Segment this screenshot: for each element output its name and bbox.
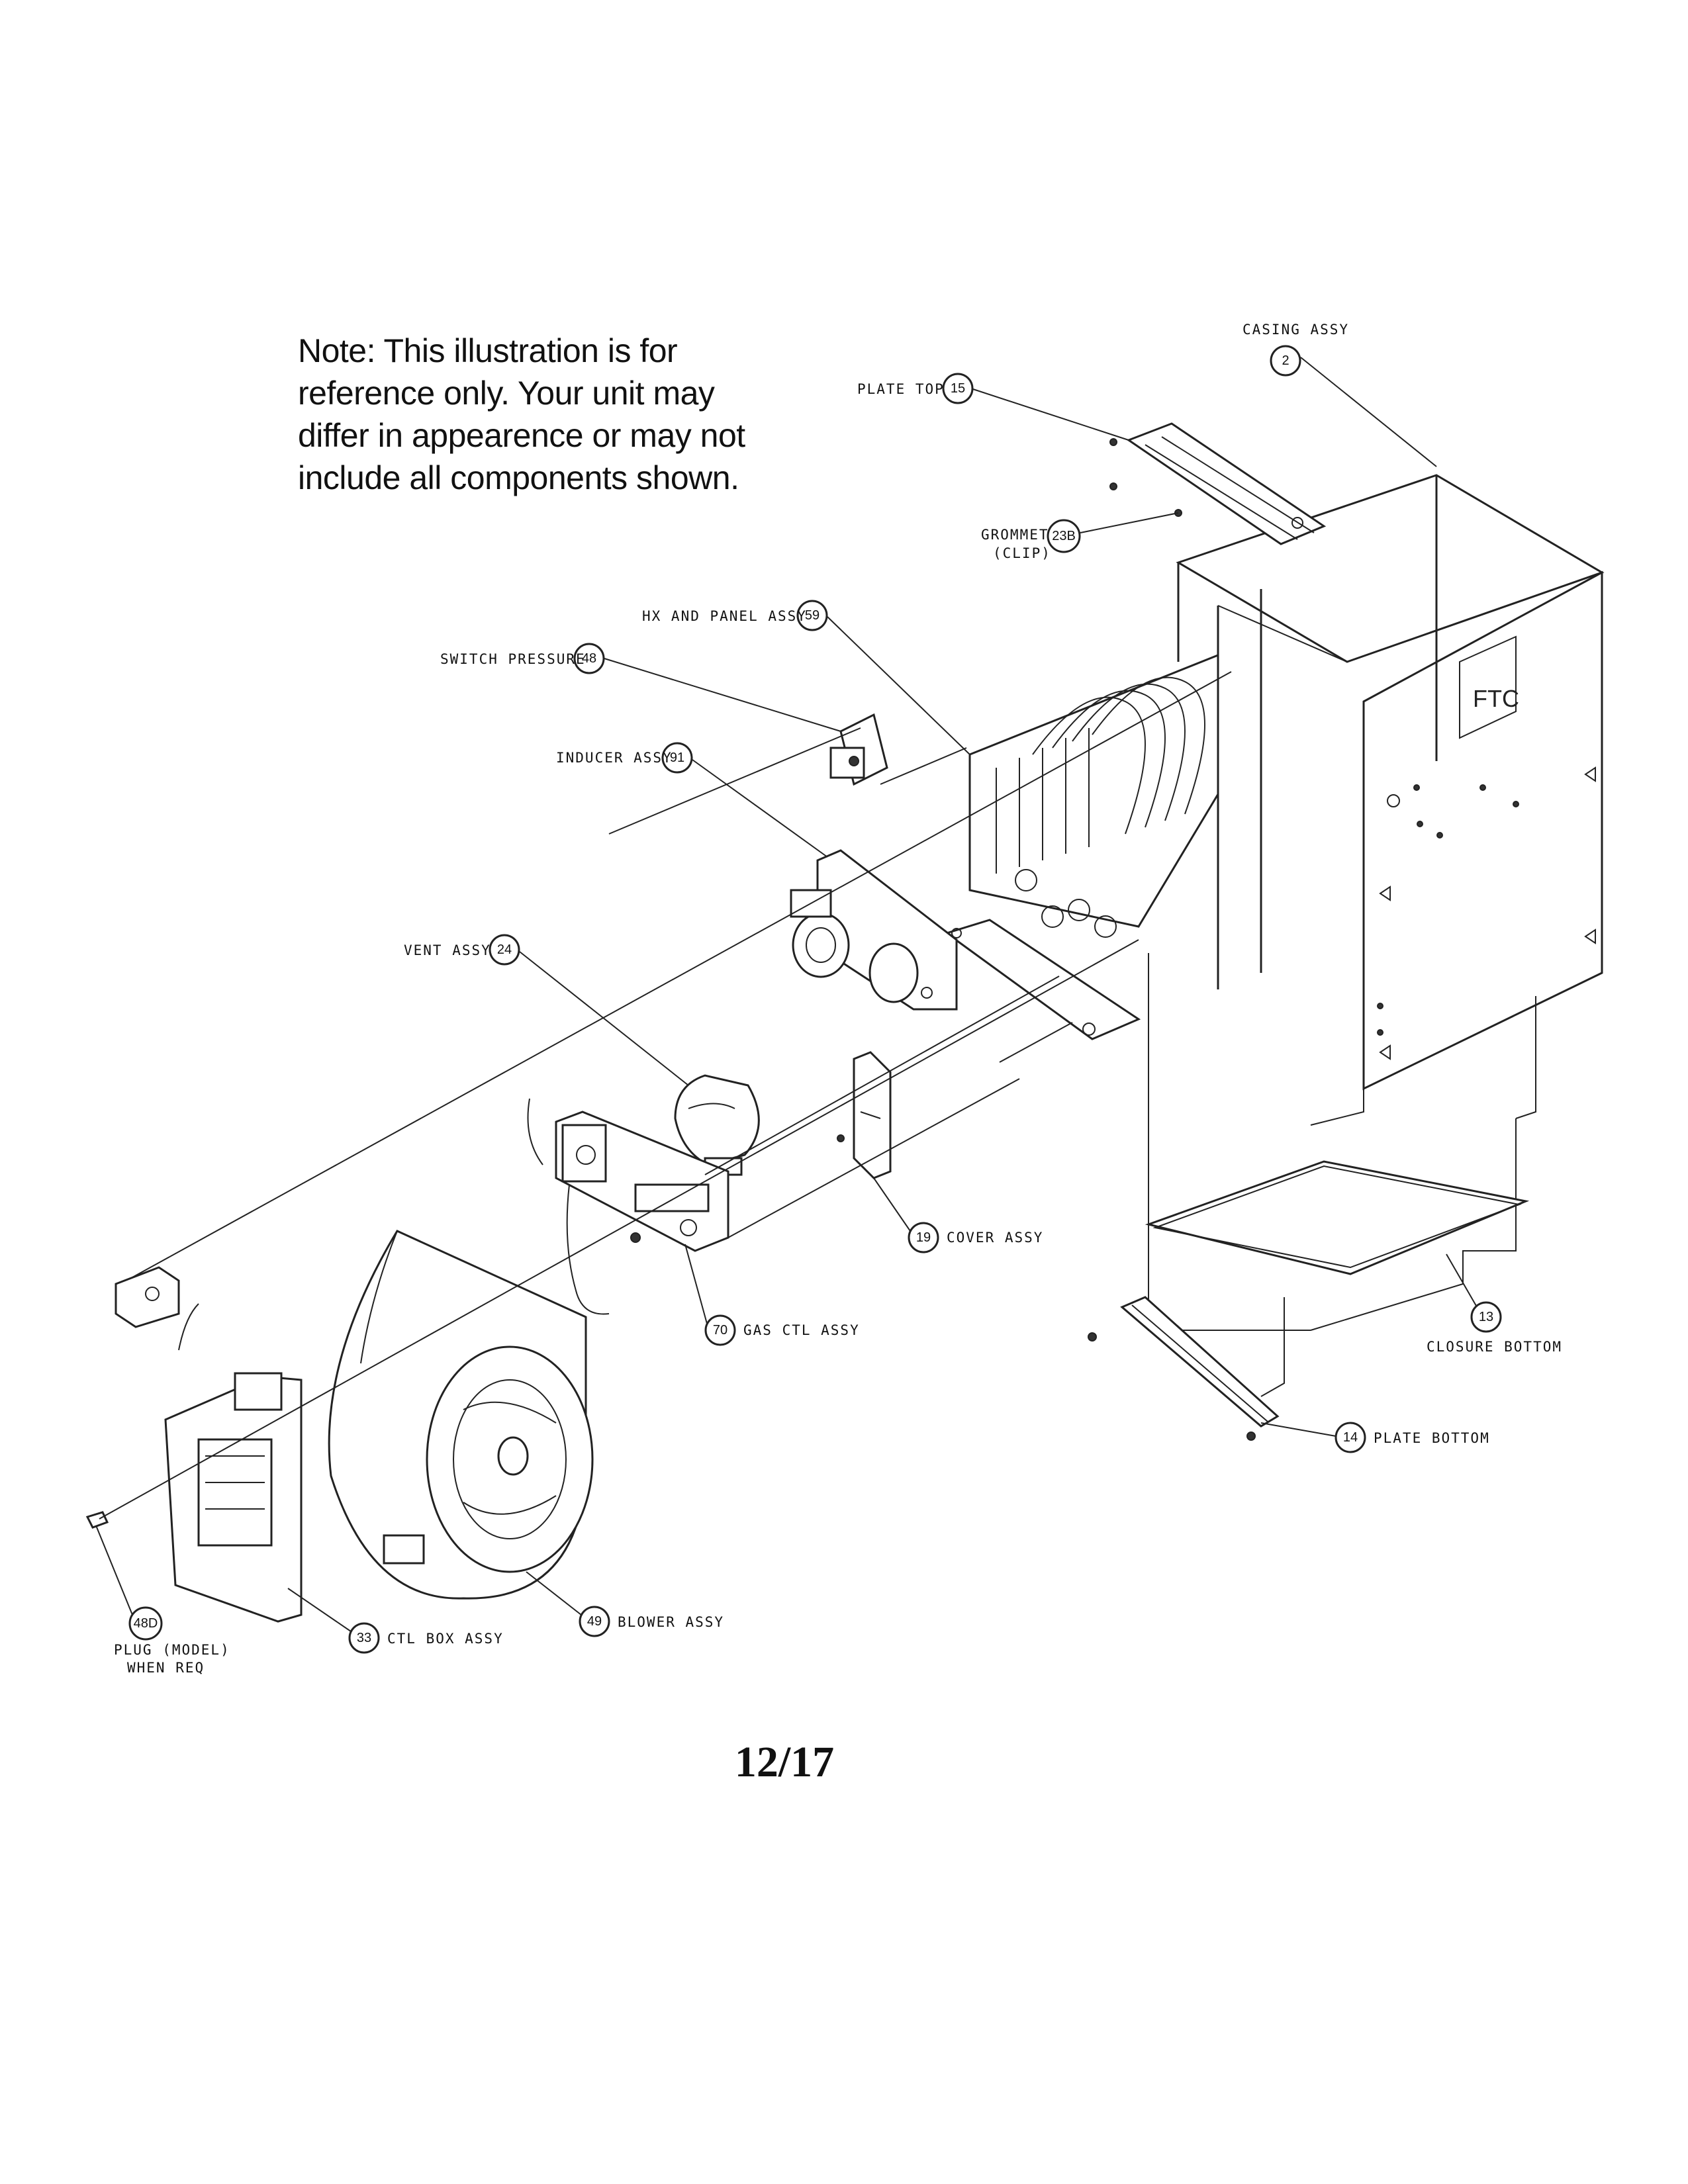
- svg-text:WHEN REQ: WHEN REQ: [127, 1660, 205, 1676]
- svg-text:CASING ASSY: CASING ASSY: [1243, 322, 1349, 338]
- callout-plug-model: 48D PLUG (MODEL) WHEN REQ: [95, 1525, 230, 1676]
- svg-text:GROMMET: GROMMET: [981, 527, 1049, 543]
- control-box-part: [115, 1266, 303, 1623]
- svg-text:15: 15: [951, 381, 965, 396]
- blower-part: [328, 1230, 594, 1600]
- callout-blower-assy: 49 BLOWER ASSY: [526, 1571, 724, 1637]
- assembly-guide-lines: [99, 671, 1232, 1520]
- callout-plate-top: 15 PLATE TOP: [857, 373, 1129, 441]
- svg-text:59: 59: [805, 608, 820, 623]
- svg-text:INDUCER ASSY: INDUCER ASSY: [556, 750, 673, 766]
- svg-text:BLOWER ASSY: BLOWER ASSY: [618, 1614, 724, 1630]
- plate-bottom-part: [1088, 1296, 1280, 1441]
- pressure-switch-part: [829, 713, 888, 786]
- svg-text:COVER ASSY: COVER ASSY: [947, 1230, 1043, 1246]
- callout-switch-pressure: 48 SWITCH PRESSURE: [440, 643, 841, 732]
- heat-exchanger-part: [944, 653, 1219, 1040]
- closure-bottom-part: [1145, 1160, 1530, 1275]
- callout-closure-bottom: 13 CLOSURE BOTTOM: [1427, 1253, 1562, 1355]
- callout-plate-bottom: 14 PLATE BOTTOM: [1260, 1422, 1490, 1453]
- svg-text:23B: 23B: [1052, 529, 1076, 543]
- svg-text:SWITCH PRESSURE: SWITCH PRESSURE: [440, 651, 586, 667]
- svg-text:VENT ASSY: VENT ASSY: [404, 942, 491, 958]
- svg-text:48: 48: [582, 651, 596, 666]
- svg-text:24: 24: [497, 942, 512, 957]
- svg-text:GAS CTL ASSY: GAS CTL ASSY: [743, 1322, 860, 1338]
- svg-text:48D: 48D: [134, 1616, 158, 1631]
- callout-casing-assy: 2 CASING ASSY: [1243, 322, 1437, 467]
- callout-hx-and-panel-assy: 59 HX AND PANEL ASSY: [642, 600, 970, 755]
- svg-text:91: 91: [670, 751, 684, 765]
- svg-text:PLATE BOTTOM: PLATE BOTTOM: [1374, 1430, 1490, 1446]
- callout-inducer-assy: 91 INDUCER ASSY: [556, 742, 828, 858]
- svg-text:(CLIP): (CLIP): [993, 545, 1051, 561]
- callout-grommet-clip: 23B GROMMET (CLIP): [981, 512, 1179, 561]
- callout-vent-assy: 24 VENT ASSY: [404, 934, 689, 1086]
- reference-note: Note: This illustration is for reference…: [298, 332, 745, 496]
- svg-text:14: 14: [1343, 1430, 1358, 1445]
- svg-text:PLATE TOP: PLATE TOP: [857, 381, 945, 397]
- svg-text:49: 49: [587, 1614, 602, 1629]
- plate-top-part: [1109, 422, 1327, 545]
- svg-text:70: 70: [713, 1323, 727, 1338]
- svg-text:PLUG (MODEL): PLUG (MODEL): [114, 1642, 230, 1658]
- callout-gas-ctl-assy: 70 GAS CTL ASSY: [684, 1244, 860, 1346]
- page-number: 12/17: [734, 1738, 835, 1786]
- cover-part: [837, 1051, 892, 1179]
- callout-cover-assy: 19 COVER ASSY: [873, 1177, 1043, 1253]
- svg-text:33: 33: [357, 1631, 371, 1645]
- model-plug-part: [85, 1511, 109, 1529]
- svg-text:CLOSURE BOTTOM: CLOSURE BOTTOM: [1427, 1339, 1562, 1355]
- svg-text:HX AND PANEL ASSY: HX AND PANEL ASSY: [642, 608, 807, 624]
- svg-text:CTL BOX ASSY: CTL BOX ASSY: [387, 1631, 504, 1647]
- svg-text:19: 19: [916, 1230, 931, 1245]
- svg-text:13: 13: [1479, 1310, 1493, 1324]
- inducer-part: [790, 849, 958, 1011]
- callout-ctl-box-assy: 33 CTL BOX ASSY: [287, 1588, 504, 1654]
- cabinet-marking: FTC: [1473, 685, 1519, 712]
- svg-text:2: 2: [1282, 353, 1289, 368]
